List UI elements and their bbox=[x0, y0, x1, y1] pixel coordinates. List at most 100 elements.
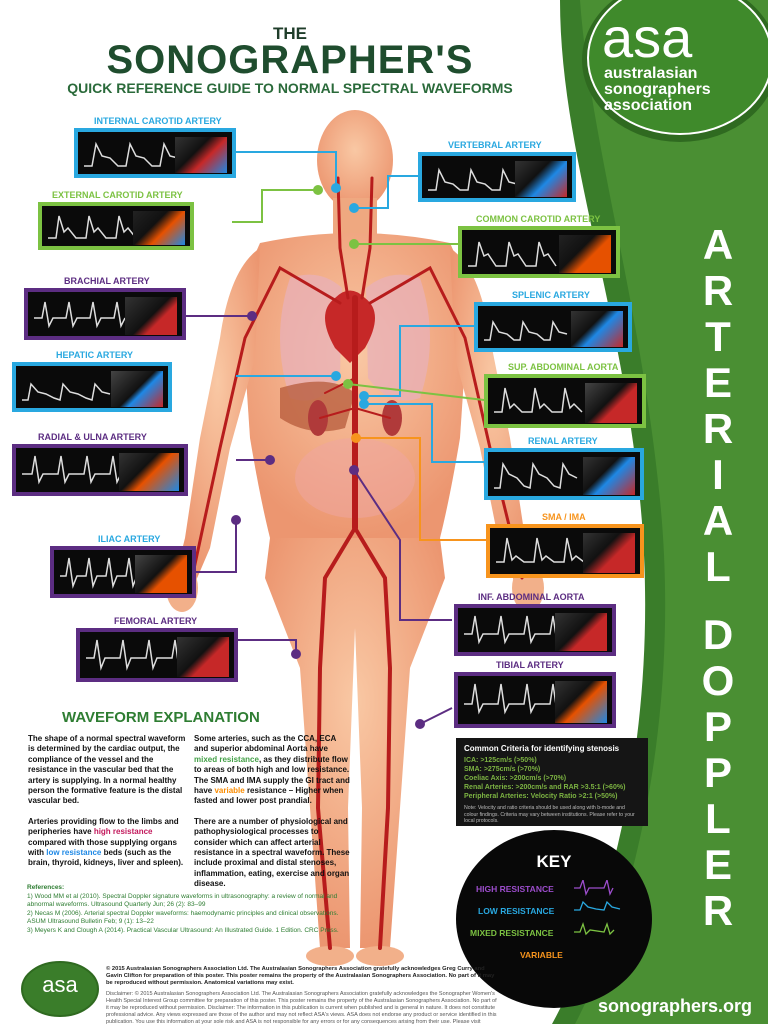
reference-item: 1) Wood MM et al (2010). Spectral Dopple… bbox=[27, 892, 338, 909]
card-label: INF. ABDOMINAL AORTA bbox=[478, 592, 585, 602]
explanation-column-right: Some arteries, such as the CCA, ECA and … bbox=[194, 734, 350, 900]
ultrasound-image bbox=[583, 533, 635, 573]
vertical-title-letter: I bbox=[712, 451, 724, 498]
waveform-icon bbox=[86, 639, 184, 671]
criteria-row: Renal Arteries: >200cm/s and RAR >3.5:1 … bbox=[464, 784, 626, 791]
card-label: HEPATIC ARTERY bbox=[56, 350, 134, 360]
disclaimer-text: Disclaimer: © 2015 Australasian Sonograp… bbox=[106, 991, 497, 1024]
stenosis-criteria-box: Common Criteria for identifying stenosis… bbox=[456, 738, 648, 826]
ultrasound-image bbox=[585, 383, 637, 423]
waveform-panel bbox=[454, 604, 616, 656]
criteria-row: Peripheral Arteries: Velocity Ratio >2:1… bbox=[464, 793, 618, 800]
waveform-explanation-title: WAVEFORM EXPLANATION bbox=[62, 709, 260, 726]
waveform-panel bbox=[484, 448, 644, 500]
ultrasound-image bbox=[583, 457, 635, 495]
references: References: 1) Wood MM et al (2010). Spe… bbox=[27, 884, 357, 935]
waveform-panel bbox=[458, 226, 620, 278]
criteria-note: Note: Velocity and ratio criteria should… bbox=[464, 805, 635, 824]
card-label: BRACHIAL ARTERY bbox=[64, 276, 150, 286]
key-mixed-resistance: MIXED RESISTANCE bbox=[470, 928, 554, 938]
references-title: References: bbox=[27, 884, 65, 891]
ultrasound-image bbox=[571, 311, 623, 347]
ultrasound-image bbox=[559, 235, 611, 273]
card-label: TIBIAL ARTERY bbox=[496, 660, 564, 670]
waveform-icon bbox=[34, 301, 126, 329]
criteria-row: SMA: >275cm/s (>70%) bbox=[464, 766, 541, 773]
key-circle bbox=[456, 830, 652, 1008]
explanation-paragraph: Arteries providing flow to the limbs and… bbox=[28, 816, 184, 868]
ultrasound-image bbox=[555, 681, 607, 723]
vertical-title-letter: L bbox=[705, 795, 731, 842]
vertical-title-letter: D bbox=[702, 611, 734, 658]
svg-text:asa: asa bbox=[42, 972, 78, 997]
card-label: ILIAC ARTERY bbox=[98, 534, 161, 544]
explanation-paragraph: Some arteries, such as the CCA, ECA and … bbox=[194, 734, 350, 806]
ultrasound-image bbox=[111, 371, 163, 407]
key-title: KEY bbox=[536, 852, 572, 871]
waveform-icon bbox=[48, 215, 137, 239]
copyright-statement: © 2015 Australasian Sonographers Associa… bbox=[106, 966, 495, 986]
card-label: EXTERNAL CAROTID ARTERY bbox=[52, 190, 183, 200]
vertical-title-letter: P bbox=[703, 749, 732, 796]
waveform-panel bbox=[24, 288, 186, 340]
vertical-title-letter: E bbox=[703, 359, 732, 406]
waveform-panel bbox=[50, 546, 196, 598]
ultrasound-image bbox=[555, 613, 607, 651]
ultrasound-image bbox=[135, 555, 187, 593]
card-label: RENAL ARTERY bbox=[528, 436, 598, 446]
waveform-panel bbox=[486, 524, 644, 578]
ultrasound-image bbox=[175, 137, 227, 173]
card-label: COMMON CAROTID ARTERY bbox=[476, 214, 601, 224]
waveform-icon bbox=[60, 557, 138, 589]
ultrasound-image bbox=[119, 453, 179, 491]
waveform-icon bbox=[464, 683, 562, 715]
vertical-title-letter: A bbox=[702, 221, 734, 268]
criteria-title: Common Criteria for identifying stenosis bbox=[464, 744, 620, 753]
asa-logo-mark: asa bbox=[602, 6, 693, 69]
waveform-panel bbox=[38, 202, 194, 250]
copyright-text: © 2015 Australasian Sonographers Associa… bbox=[106, 966, 498, 1024]
vertical-title-letter: T bbox=[705, 313, 731, 360]
waveform-panel bbox=[418, 152, 576, 202]
criteria-row: Coeliac Axis: >200cm/s (>70%) bbox=[464, 775, 567, 782]
waveform-icon bbox=[496, 537, 585, 563]
card-label: SUP. ABDOMINAL AORTA bbox=[508, 362, 619, 372]
criteria-row: ICA: >125cm/s (>50%) bbox=[464, 757, 537, 764]
asa-footer-logo: asa bbox=[21, 961, 99, 1017]
reference-item: 3) Meyers K and Clough A (2014). Practic… bbox=[27, 926, 339, 934]
vertical-title-letter: P bbox=[703, 703, 732, 750]
page-title: SONOGRAPHER'S bbox=[106, 38, 474, 82]
waveform-panel bbox=[74, 128, 236, 178]
asa-logo-text: australasian sonographers association bbox=[604, 65, 711, 114]
card-label: VERTEBRAL ARTERY bbox=[448, 140, 542, 150]
key-low-resistance: LOW RESISTANCE bbox=[478, 906, 555, 916]
explanation-column-left: The shape of a normal spectral waveform … bbox=[28, 734, 186, 879]
vertical-title-letter: E bbox=[703, 841, 732, 888]
waveform-panel bbox=[484, 374, 646, 428]
waveform-panel bbox=[12, 362, 172, 412]
card-label: SPLENIC ARTERY bbox=[512, 290, 590, 300]
waveform-icon bbox=[494, 461, 578, 490]
explanation-paragraph: The shape of a normal spectral waveform … bbox=[28, 734, 186, 806]
explanation-paragraph: There are a number of physiological and … bbox=[194, 816, 350, 889]
ultrasound-image bbox=[125, 297, 177, 335]
ultrasound-image bbox=[177, 637, 229, 677]
title-the: THE bbox=[273, 24, 307, 43]
vertical-title-letter: R bbox=[702, 405, 734, 452]
waveform-icon bbox=[468, 241, 557, 267]
waveform-icon bbox=[22, 382, 111, 401]
reference-item: 2) Necas M (2006). Arterial spectral Dop… bbox=[27, 909, 339, 926]
vertical-title-letter: R bbox=[702, 267, 734, 314]
card-label: INTERNAL CAROTID ARTERY bbox=[94, 116, 222, 126]
ultrasound-image bbox=[133, 211, 185, 245]
vertical-title-letter: L bbox=[705, 543, 731, 590]
key-waveform-samples bbox=[574, 880, 621, 936]
website-link[interactable]: sonographers.org bbox=[598, 996, 753, 1016]
key-variable: VARIABLE bbox=[520, 950, 563, 960]
ultrasound-image bbox=[515, 161, 567, 197]
vertical-title-letter: O bbox=[701, 657, 735, 704]
waveform-panel bbox=[474, 302, 632, 352]
key-high-resistance: HIGH RESISTANCE bbox=[476, 884, 554, 894]
